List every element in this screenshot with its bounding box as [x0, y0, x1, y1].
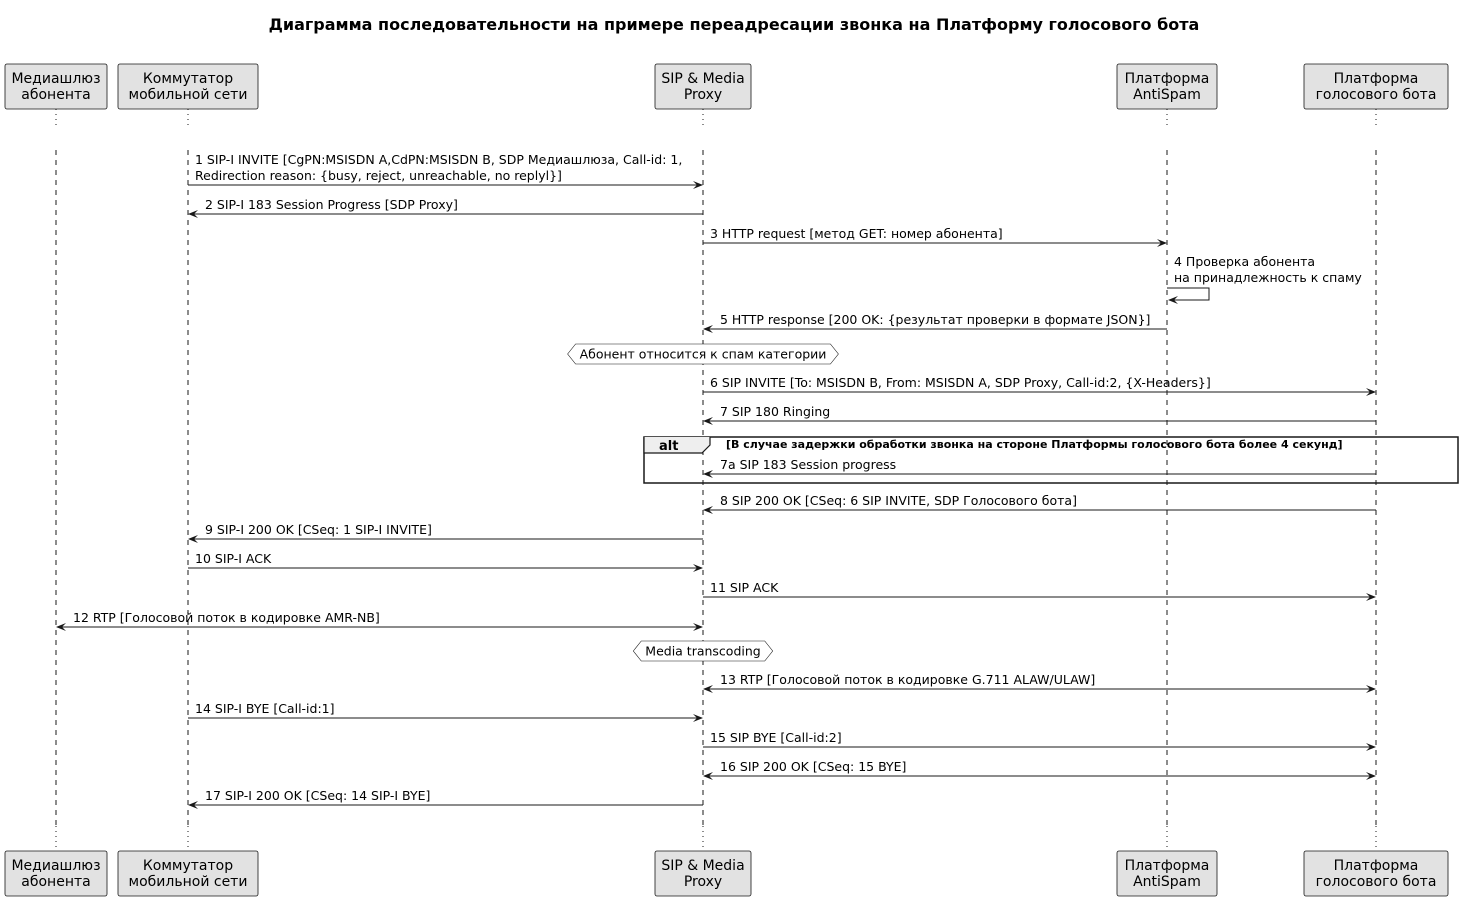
message-label: 10 SIP-I ACK: [195, 551, 272, 566]
message-3: 3 HTTP request [метод GET: номер абонент…: [703, 226, 1167, 247]
participant-label: Proxy: [684, 874, 722, 890]
participant-box: [654, 850, 752, 897]
notes: Абонент относится к спам категорииMedia …: [567, 343, 839, 662]
messages: 1 SIP-I INVITE [CgPN:MSISDN A,CdPN:MSISD…: [56, 152, 1376, 809]
participant-label: Proxy: [684, 87, 722, 103]
participant-box: [1303, 850, 1449, 897]
message-12: 10 SIP-I ACK: [188, 551, 703, 572]
participant-box: [4, 63, 108, 110]
message-9: 7a SIP 183 Session progress: [703, 457, 1376, 478]
message-18: 15 SIP BYE [Call-id:2]: [703, 730, 1376, 751]
message-label: 17 SIP-I 200 OK [CSeq: 14 SIP-I BYE]: [205, 788, 430, 803]
message-8: 7 SIP 180 Ringing: [703, 404, 1376, 425]
message-17: 14 SIP-I BYE [Call-id:1]: [188, 701, 703, 722]
message-label: 14 SIP-I BYE [Call-id:1]: [195, 701, 335, 716]
message-16: 13 RTP [Голосовой поток в кодировке G.71…: [703, 672, 1376, 693]
message-label: 5 HTTP response [200 OK: {результат пров…: [720, 312, 1150, 327]
alt-frame-tab: [643, 437, 711, 454]
note-text: Media transcoding: [645, 644, 760, 659]
message-7: 6 SIP INVITE [To: MSISDN B, From: MSISDN…: [703, 375, 1376, 396]
note-hexagon: Media transcoding: [632, 640, 774, 662]
participant-label: абонента: [21, 874, 90, 890]
participant-label: Коммутатор: [143, 858, 233, 874]
message-label: 7a SIP 183 Session progress: [720, 457, 896, 472]
message-label: 8 SIP 200 OK [CSeq: 6 SIP INVITE, SDP Го…: [720, 493, 1077, 508]
participant-label: Платформа: [1334, 858, 1419, 874]
message-label: 4 Проверка абонента: [1174, 254, 1315, 269]
note-text: Абонент относится к спам категории: [580, 347, 827, 362]
message-label: 16 SIP 200 OK [CSeq: 15 BYE]: [720, 759, 906, 774]
message-label: на принадлежность к спаму: [1174, 270, 1362, 285]
participant-label: AntiSpam: [1133, 874, 1201, 890]
alt-fragment: alt [В случае задержки обработки звонка н…: [643, 436, 1459, 484]
message-5: 5 HTTP response [200 OK: {результат пров…: [703, 312, 1167, 333]
participant-label: голосового бота: [1316, 874, 1437, 890]
participant-box: [654, 63, 752, 110]
participant-label: Платформа: [1125, 858, 1210, 874]
note-shape: [567, 343, 839, 365]
message-10: 8 SIP 200 OK [CSeq: 6 SIP INVITE, SDP Го…: [703, 493, 1376, 514]
message-label: 9 SIP-I 200 OK [CSeq: 1 SIP-I INVITE]: [205, 522, 432, 537]
message-label: 2 SIP-I 183 Session Progress [SDP Proxy]: [205, 197, 458, 212]
participant-label: Платформа: [1125, 71, 1210, 87]
participant-label: AntiSpam: [1133, 87, 1201, 103]
participant-label: мобильной сети: [129, 87, 248, 103]
participant-label: SIP & Media: [661, 71, 744, 87]
message-13: 11 SIP ACK: [703, 580, 1376, 601]
note-hexagon: Абонент относится к спам категории: [567, 343, 839, 365]
note-shape: [632, 640, 774, 662]
lifelines: [55, 109, 1377, 851]
diagram-title: Диаграмма последовательности на примере …: [269, 15, 1200, 34]
message-label: 6 SIP INVITE [To: MSISDN B, From: MSISDN…: [710, 375, 1211, 390]
alt-frame-border: [643, 436, 1459, 484]
participant-box: [1303, 63, 1449, 110]
participant-box: [4, 850, 108, 897]
participant-box: [1116, 850, 1218, 897]
participant-label: мобильной сети: [129, 874, 248, 890]
participant-label: Медиашлюз: [11, 71, 100, 87]
message-4: 4 Проверка абонента на принадлежность к …: [1167, 254, 1362, 304]
participant-label: Платформа: [1334, 71, 1419, 87]
message-19: 16 SIP 200 OK [CSeq: 15 BYE]: [703, 759, 1376, 780]
participant-label: голосового бота: [1316, 87, 1437, 103]
participant-label: Коммутатор: [143, 71, 233, 87]
message-label: 3 HTTP request [метод GET: номер абонент…: [710, 226, 1003, 241]
participant-box: [117, 63, 259, 110]
message-20: 17 SIP-I 200 OK [CSeq: 14 SIP-I BYE]: [188, 788, 703, 809]
message-label: Redirection reason: {busy, reject, unrea…: [195, 168, 562, 183]
participant-label: Медиашлюз: [11, 858, 100, 874]
message-label: 15 SIP BYE [Call-id:2]: [710, 730, 842, 745]
message-label: 13 RTP [Голосовой поток в кодировке G.71…: [720, 672, 1095, 687]
message-arrow: [1167, 287, 1210, 304]
message-label: 1 SIP-I INVITE [CgPN:MSISDN A,CdPN:MSISD…: [195, 152, 682, 167]
message-1: 1 SIP-I INVITE [CgPN:MSISDN A,CdPN:MSISD…: [188, 152, 703, 189]
message-2: 2 SIP-I 183 Session Progress [SDP Proxy]: [188, 197, 703, 218]
message-14: 12 RTP [Голосовой поток в кодировке AMR-…: [56, 610, 703, 631]
alt-condition: [В случае задержки обработки звонка на с…: [726, 438, 1343, 451]
message-11: 9 SIP-I 200 OK [CSeq: 1 SIP-I INVITE]: [188, 522, 703, 543]
participant-box: [117, 850, 259, 897]
alt-keyword: alt: [659, 439, 678, 454]
message-label: 11 SIP ACK: [710, 580, 779, 595]
participant-label: абонента: [21, 87, 90, 103]
participant-box: [1116, 63, 1218, 110]
message-label: 7 SIP 180 Ringing: [720, 404, 830, 419]
participant-label: SIP & Media: [661, 858, 744, 874]
message-label: 12 RTP [Голосовой поток в кодировке AMR-…: [73, 610, 380, 625]
